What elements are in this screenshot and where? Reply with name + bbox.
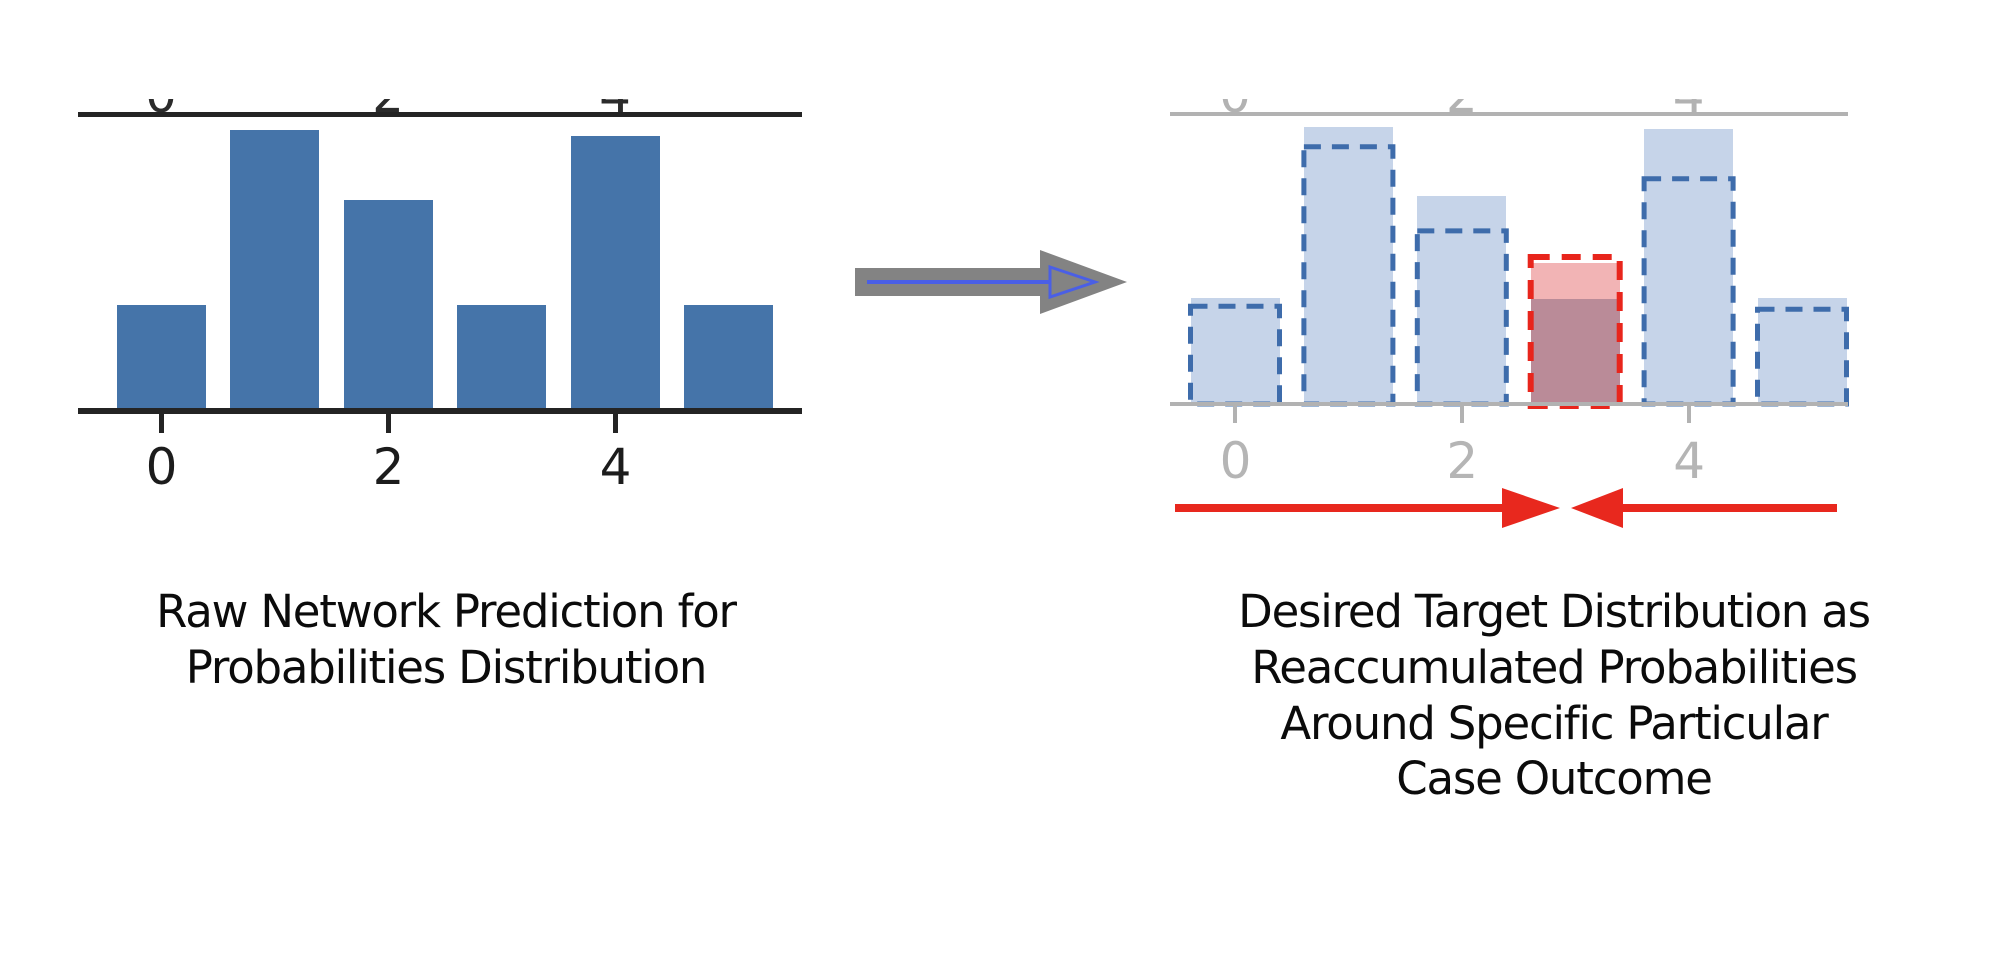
x-axis-line	[1170, 402, 1848, 406]
left-caption: Raw Network Prediction for Probabilities…	[156, 585, 737, 694]
target-fill-bar	[1757, 297, 1847, 402]
prediction-bar	[570, 135, 660, 408]
original-dashed-outline	[1188, 303, 1282, 407]
cropped-digit: 2	[1432, 99, 1492, 112]
prediction-bar	[343, 199, 433, 408]
target-fill-bar	[1303, 126, 1393, 402]
cropped-digit: 0	[131, 99, 191, 112]
cropped-digit: 4	[585, 99, 645, 112]
right-caption: Desired Target Distribution as Reaccumul…	[1238, 585, 1871, 806]
x-tick	[158, 414, 164, 433]
x-tick	[612, 414, 618, 433]
x-tick-label: 0	[1219, 432, 1252, 490]
cropped-axis-digits: 0 2 4	[1170, 99, 1848, 112]
target-fill-bar	[1644, 129, 1734, 402]
x-tick	[1459, 406, 1464, 423]
converge-arrow-right-icon	[1571, 488, 1837, 528]
converge-arrow-left-icon	[1175, 488, 1560, 528]
x-tick	[385, 414, 391, 433]
converging-arrows-icon	[1175, 488, 1837, 528]
x-axis-line	[78, 408, 802, 414]
prediction-bar	[116, 305, 206, 408]
outcome-dashed-outline	[1527, 254, 1623, 409]
prediction-bar	[457, 305, 546, 408]
target-fill-bar	[1190, 297, 1280, 402]
x-tick	[1233, 406, 1237, 423]
x-tick-label: 0	[145, 438, 178, 496]
original-dashed-outline	[1755, 306, 1849, 407]
x-tick-label: 4	[1673, 432, 1705, 490]
cropped-digit: 0	[1205, 99, 1265, 112]
transform-arrow-icon	[855, 250, 1127, 314]
cropped-digit: 2	[358, 99, 418, 112]
outcome-overlap	[1530, 299, 1620, 402]
prediction-bar	[230, 129, 319, 408]
x-tick	[1686, 406, 1691, 423]
original-dashed-outline	[1641, 176, 1736, 407]
cropped-digit: 4	[1659, 99, 1719, 112]
inner-blue-arrow-head	[1048, 264, 1100, 300]
top-spine	[1170, 112, 1848, 116]
original-dashed-outline	[1301, 144, 1396, 407]
original-dashed-outline	[1414, 228, 1509, 407]
x-tick-label: 2	[1446, 432, 1478, 490]
top-spine	[78, 112, 802, 117]
prediction-bar	[684, 305, 773, 408]
dashed-outline-layer	[1188, 144, 1849, 409]
x-tick-label: 4	[599, 438, 632, 496]
cropped-axis-digits: 0 2 4	[78, 99, 802, 112]
x-tick-label: 2	[372, 438, 405, 496]
